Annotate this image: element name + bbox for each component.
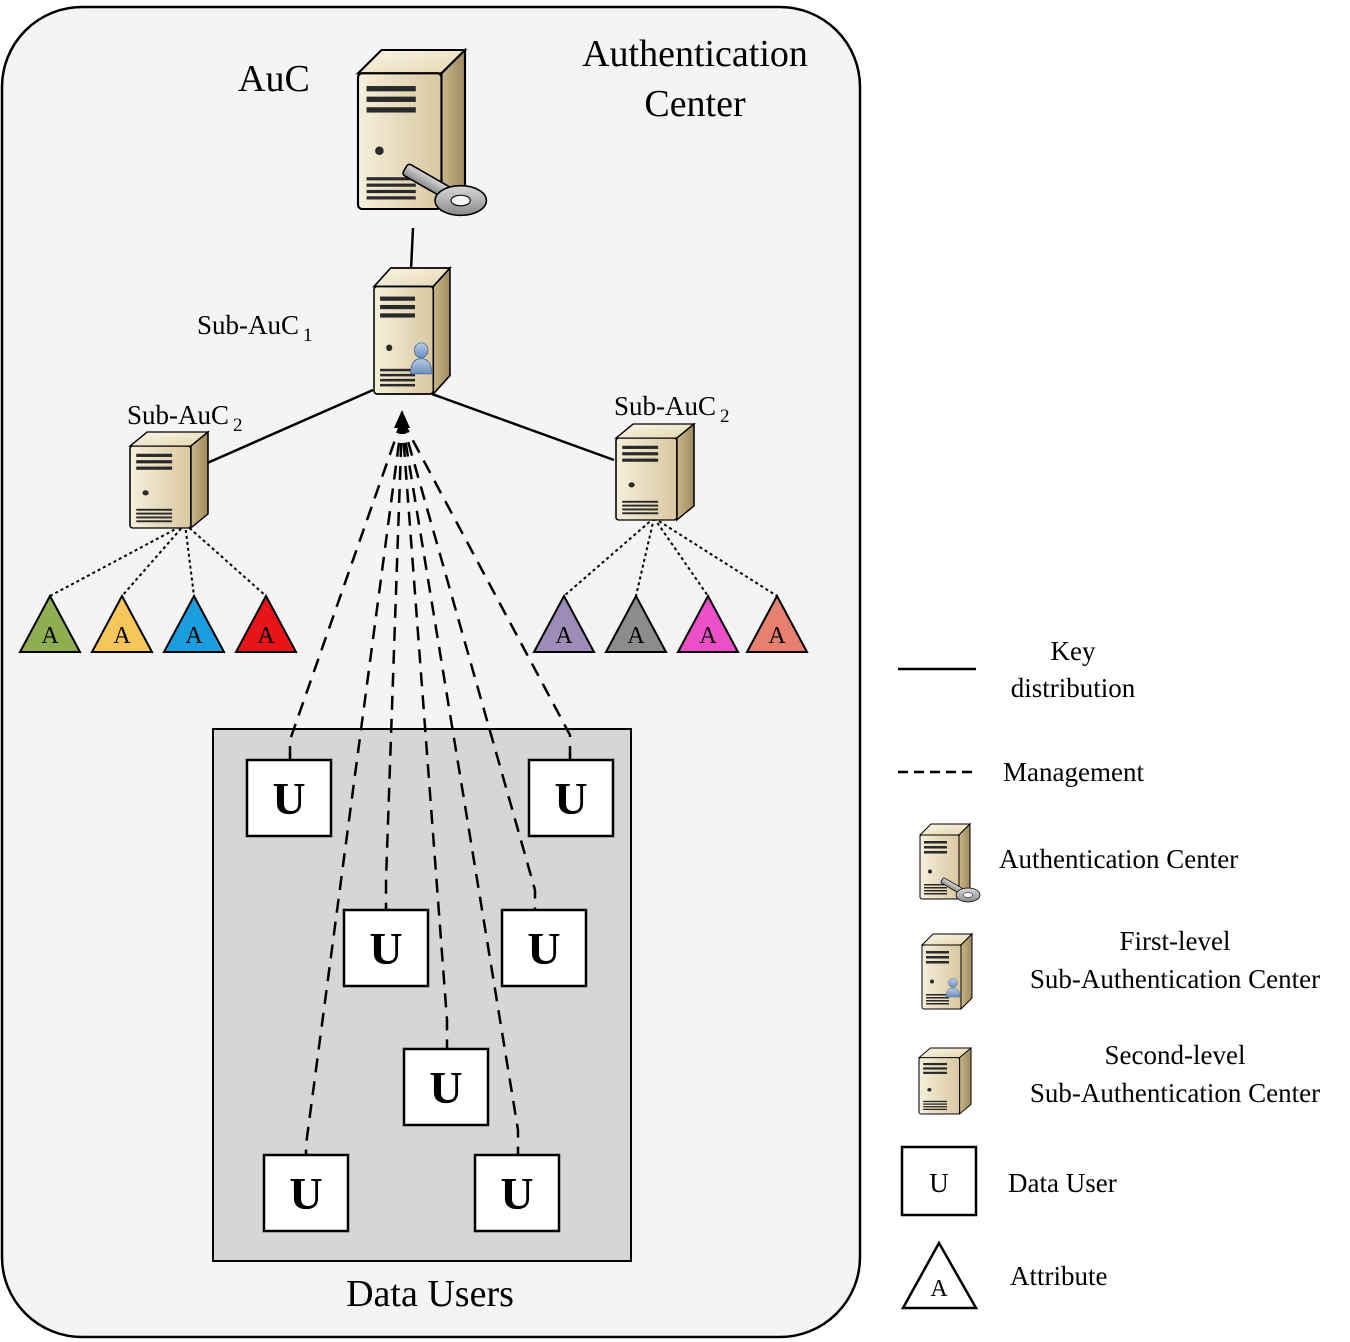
attribute-triangle [532,593,596,653]
attribute-letter: A [185,623,203,649]
legend-authentication-center-text: Authentication Center [999,844,1238,874]
key-distribution-lines [204,227,615,466]
attribute-link [121,523,186,597]
management-link [400,419,537,910]
auc-label: AuC [238,58,310,100]
data-user-letter: U [369,923,402,974]
attribute-letter: A [768,623,786,649]
attribute-links [49,517,778,597]
data-user-box [402,1047,490,1127]
sub-auc1-server-icon [373,267,451,395]
legend-attribute-text: Attribute [1010,1261,1107,1291]
data-user-letter: U [554,773,587,824]
management-link [384,419,404,910]
data-user-letter: U [527,923,560,974]
data-user-letter: U [500,1168,533,1219]
legend-key-distribution-line1: Key [1051,636,1096,666]
attribute-triangle [162,593,226,653]
legend-key-distribution-line2: distribution [1011,673,1136,703]
data-user-letter: U [272,773,305,824]
legend-management-text: Management [1003,757,1144,787]
link-sub1-to-sub2-right [431,392,615,462]
data-user-letter: U [289,1168,322,1219]
attribute-link [184,523,267,597]
sub-auc2-right-server-icon [615,423,695,521]
management-lines [288,419,572,1155]
attribute-triangle [18,593,82,653]
legend-data-user-icon [900,1145,978,1217]
legend-first-level-line2: Sub-Authentication Center [1030,964,1320,994]
management-arrowhead [394,410,410,428]
management-link [400,419,449,1049]
legend-data-user-text: Data User [1008,1168,1117,1198]
attribute-triangle [90,593,154,653]
data-user-box [527,758,615,838]
attribute-link [653,517,778,597]
legend-second-level-line1: Second-level [1105,1040,1246,1070]
legend-second-level-icon [918,1047,972,1115]
attribute-triangle [234,593,298,653]
attribute-letter: A [41,623,59,649]
data-user-box [342,908,430,988]
attribute-link [635,517,655,597]
attribute-letter: A [627,623,645,649]
attribute-triangle [745,593,809,653]
legend-authentication-center-icon [919,823,981,903]
data-users-label: Data Users [346,1273,514,1315]
sub-auc2-left-server-icon [129,431,209,529]
legend-attribute-icon-letter: A [930,1276,948,1302]
management-link [400,419,520,1155]
attribute-letter: A [555,623,573,649]
data-user-letter: U [429,1062,462,1113]
attribute-link [653,517,709,597]
legend-data-user-icon-letter: U [929,1168,949,1198]
data-users-group: U U U U U U U [245,758,615,1233]
attribute-link [563,517,655,597]
data-user-box [473,1153,561,1233]
attribute-link [49,523,186,597]
attribute-triangle [676,593,740,653]
management-link [304,419,404,1155]
attribute-link [184,523,195,597]
legend-first-level-icon [921,933,973,1010]
attribute-triangle [604,593,668,653]
link-auc-to-sub1 [409,227,415,271]
attribute-letter: A [699,623,717,649]
data-user-box [500,908,588,988]
legend-attribute-icon [900,1240,979,1310]
management-link [288,419,404,760]
frame-title-line1: Authentication [582,33,808,75]
attribute-letter: A [113,623,131,649]
link-sub1-to-sub2-left [204,388,374,466]
data-user-box [245,758,333,838]
legend-first-level-line1: First-level [1120,926,1231,956]
attribute-letter: A [257,623,275,649]
management-link [400,419,572,760]
legend-second-level-line2: Sub-Authentication Center [1030,1078,1320,1108]
frame-title-line2: Center [644,83,746,125]
data-user-box [262,1153,350,1233]
legend: Key distribution Management Authenticati… [898,636,1320,1310]
